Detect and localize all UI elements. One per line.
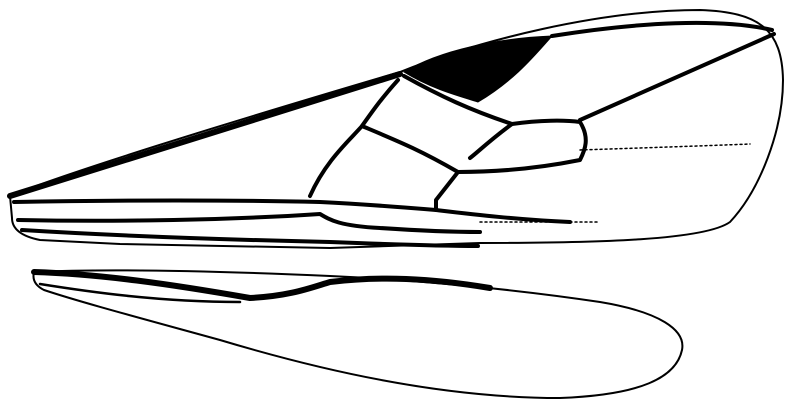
forewing-stigma (404, 36, 552, 102)
forewing-posterior-vein (22, 230, 478, 246)
forewing-discoidal-vein (362, 126, 458, 210)
forewing-anal-vein (18, 214, 480, 232)
forewing-costa-vein (10, 74, 400, 196)
forewing-dotted-vein-upper (580, 144, 750, 150)
hindwing-outline (33, 270, 682, 398)
forewing-medial-vein (14, 201, 570, 223)
forewing (10, 10, 783, 248)
forewing-cubital-vein (458, 121, 586, 172)
forewing-radial-vein (552, 23, 774, 120)
hindwing (33, 270, 682, 398)
forewing-outline (10, 10, 783, 248)
hindwing-costa-vein (34, 272, 490, 298)
